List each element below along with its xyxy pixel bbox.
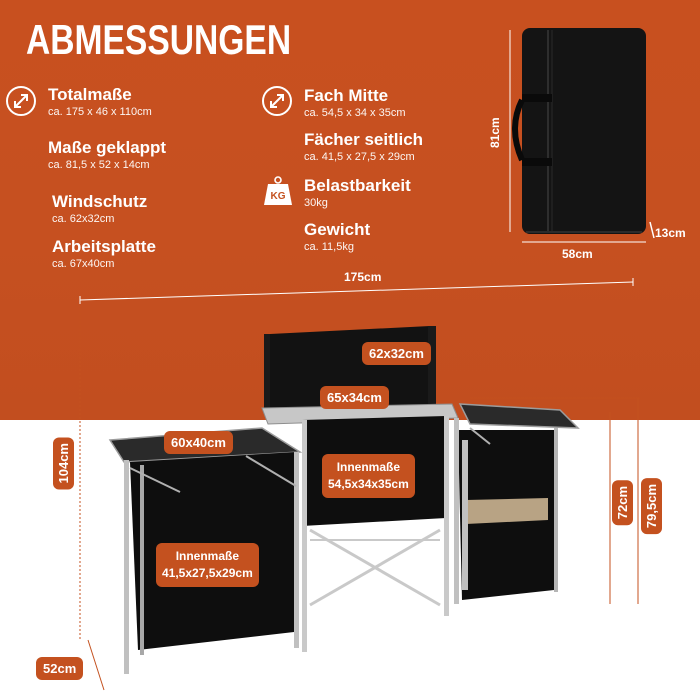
side-height-badge: 72cm — [612, 480, 633, 526]
spec-value: ca. 62x32cm — [52, 213, 115, 225]
right-height-badge: 79,5cm — [641, 478, 662, 535]
carry-bag-illustration — [512, 28, 646, 234]
spec-label: Totalmaße — [48, 85, 132, 104]
spec-fach-mitte: Fach Mitte ca. 54,5 x 34 x 35cm — [304, 86, 406, 120]
side-inner-label: Innenmaße — [175, 549, 240, 563]
spec-value: 30kg — [304, 197, 328, 209]
side-inner-badge: Innenmaße 41,5x27,5x29cm — [156, 543, 259, 587]
spec-gewicht: Gewicht ca. 11,5kg — [304, 220, 370, 254]
spec-value: ca. 81,5 x 52 x 14cm — [48, 159, 150, 171]
spec-label: Belastbarkeit — [304, 176, 411, 195]
bag-width-label: 58cm — [562, 247, 593, 261]
spec-masse-geklappt: Maße geklappt ca. 81,5 x 52 x 14cm — [48, 138, 166, 172]
spec-label: Maße geklappt — [48, 138, 167, 157]
height-total-badge: 104cm — [53, 437, 74, 490]
spec-totalmasse: Totalmaße ca. 175 x 46 x 110cm — [48, 85, 152, 119]
total-width-label: 175cm — [344, 270, 382, 284]
spec-label: Windschutz — [52, 192, 148, 211]
spec-label: Fach Mitte — [304, 86, 389, 105]
middle-top-badge: 65x34cm — [320, 386, 389, 409]
resize-arrows-icon — [6, 86, 36, 116]
resize-arrows-icon — [262, 86, 292, 116]
spec-belastbarkeit: Belastbarkeit 30kg — [304, 176, 411, 210]
side-inner-value: 41,5x27,5x29cm — [162, 566, 253, 580]
spec-label: Arbeitsplatte — [52, 237, 156, 256]
spec-value: ca. 11,5kg — [304, 241, 354, 253]
windscreen-badge: 62x32cm — [362, 342, 431, 365]
bag-height-label: 81cm — [488, 117, 502, 148]
page-title: ABMESSUNGEN — [26, 16, 292, 63]
spec-value: ca. 41,5 x 27,5 x 29cm — [304, 151, 415, 163]
middle-inner-label: Innenmaße — [336, 460, 401, 474]
kg-label: KG — [271, 191, 286, 202]
spec-label: Gewicht — [304, 220, 371, 239]
spec-arbeitsplatte: Arbeitsplatte ca. 67x40cm — [52, 237, 156, 271]
spec-windschutz: Windschutz ca. 62x32cm — [52, 192, 147, 226]
spec-value: ca. 67x40cm — [52, 258, 115, 270]
middle-inner-value: 54,5x34x35cm — [328, 477, 409, 491]
weight-kg-icon: KG — [262, 175, 294, 212]
spec-value: ca. 175 x 46 x 110cm — [48, 106, 152, 118]
left-top-badge: 60x40cm — [164, 431, 233, 454]
depth-badge: 52cm — [36, 657, 84, 680]
spec-label: Fächer seitlich — [304, 130, 424, 149]
spec-faecher-seitlich: Fächer seitlich ca. 41,5 x 27,5 x 29cm — [304, 130, 423, 164]
camping-kitchen-illustration — [108, 326, 580, 674]
spec-value: ca. 54,5 x 34 x 35cm — [304, 107, 406, 119]
bag-depth-label: 13cm — [655, 226, 686, 240]
middle-inner-badge: Innenmaße 54,5x34x35cm — [322, 454, 415, 498]
